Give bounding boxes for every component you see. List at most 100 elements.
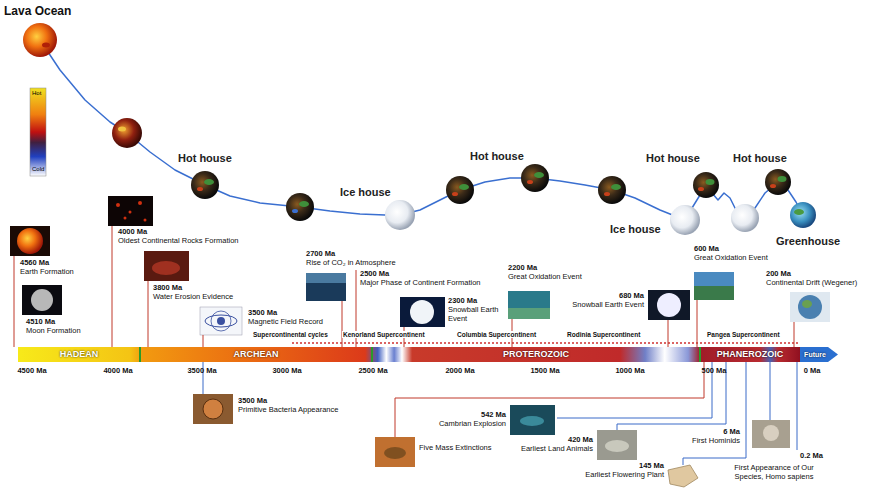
thumbnail-core bbox=[217, 317, 225, 325]
era-band: PROTEROZOIC bbox=[372, 347, 700, 362]
climate-label: Hot house bbox=[646, 152, 700, 165]
thumbnail-creature bbox=[520, 416, 544, 426]
thumbnail-field bbox=[205, 315, 237, 327]
thumbnail-image bbox=[375, 437, 415, 467]
earth-globe bbox=[446, 176, 474, 204]
future-arrow bbox=[800, 347, 838, 362]
axis-label: 3000 Ma bbox=[272, 367, 301, 376]
date-label: 420 Ma bbox=[568, 436, 593, 445]
event-label: Moon Formation bbox=[26, 327, 81, 336]
lava-spot bbox=[42, 43, 50, 48]
future-band: Future bbox=[800, 347, 830, 362]
supercontinent-label: Supercontinental cycles bbox=[252, 331, 329, 338]
date-label: 6 Ma bbox=[723, 428, 740, 437]
leader-line bbox=[395, 362, 704, 437]
axis-label: 4000 Ma bbox=[103, 367, 132, 376]
earth-globe bbox=[286, 193, 314, 221]
earth-globe bbox=[598, 176, 626, 204]
thumbnail-cell bbox=[203, 399, 223, 419]
date-label: 4560 Ma bbox=[20, 259, 49, 268]
date-label: 4000 Ma bbox=[118, 228, 147, 237]
globe-spot bbox=[770, 184, 776, 188]
leader-line bbox=[770, 362, 771, 420]
earth-globe bbox=[765, 169, 791, 195]
date-label: 542 Ma bbox=[481, 411, 506, 420]
era-divider bbox=[699, 347, 701, 362]
event-label: Continental Drift (Wegener) bbox=[766, 279, 857, 288]
era-name: HADEAN bbox=[60, 350, 99, 359]
thumbnail-image bbox=[193, 394, 233, 424]
thumbnail-image bbox=[200, 307, 242, 335]
globe-spot bbox=[698, 187, 704, 191]
globe-land bbox=[204, 179, 214, 185]
globe-land bbox=[794, 209, 804, 215]
date-label: 4510 Ma bbox=[26, 318, 55, 327]
thumbnail-speck bbox=[124, 217, 127, 220]
earth-globe bbox=[790, 202, 816, 228]
thumbnail-globe bbox=[798, 295, 822, 319]
era-divider bbox=[371, 347, 373, 362]
event-label: Cambrian Explosion bbox=[439, 420, 506, 429]
globe-spot bbox=[292, 209, 298, 213]
thumbnail-speck bbox=[129, 211, 132, 214]
globe-land bbox=[534, 172, 544, 178]
thumbnail-image bbox=[648, 290, 690, 320]
axis-label: 0 Ma bbox=[804, 367, 821, 376]
leader-line bbox=[203, 335, 204, 347]
event-label: Five Mass Extinctions bbox=[419, 444, 492, 453]
leader-line bbox=[148, 281, 149, 347]
event-label: Great Oxidation Event bbox=[694, 254, 768, 263]
thumbnail-image bbox=[22, 285, 62, 315]
axis-label: 3500 Ma bbox=[187, 367, 216, 376]
era-band: ARCHEAN bbox=[140, 347, 372, 362]
thumbnail-sun bbox=[17, 228, 43, 254]
event-label: First Hominids bbox=[692, 437, 740, 446]
scale-label: Cold bbox=[32, 166, 44, 173]
thumbnail-field bbox=[211, 311, 231, 331]
thumbnail-speck bbox=[138, 201, 142, 205]
date-label: 2300 Ma bbox=[448, 297, 477, 306]
thumbnail-rock bbox=[152, 261, 180, 275]
scale-label: Hot bbox=[32, 90, 41, 97]
thumbnail-speck bbox=[116, 203, 120, 207]
lava-spot bbox=[118, 127, 126, 132]
supercontinent-label: Pangea Supercontinent bbox=[706, 331, 781, 338]
date-label: 3500 Ma bbox=[238, 397, 267, 406]
earth-globe bbox=[521, 164, 549, 192]
axis-label: 4500 Ma bbox=[17, 367, 46, 376]
supercontinent-label: Rodinia Supercontinent bbox=[566, 331, 641, 338]
thumbnail-snowball bbox=[657, 293, 681, 317]
thumbnail-speck bbox=[144, 219, 147, 222]
thumbnail-image bbox=[510, 405, 555, 435]
supercontinent-label: Kenorland Supercontinent bbox=[342, 331, 426, 338]
climate-label: Hot house bbox=[178, 152, 232, 165]
thumbnail-image bbox=[790, 292, 830, 322]
event-label: Water Erosion Evidence bbox=[153, 293, 233, 302]
event-label: Rise of CO₂ in Atmosphere bbox=[306, 259, 396, 268]
thumbnail-image bbox=[694, 272, 734, 300]
climate-label: Ice house bbox=[610, 223, 661, 236]
supercontinent-label: Columbia Supercontinent bbox=[456, 331, 537, 338]
thumbnail-image bbox=[108, 196, 153, 226]
leader-line bbox=[668, 320, 669, 347]
thumbnail-land bbox=[802, 300, 812, 308]
climate-label: Hot house bbox=[470, 150, 524, 163]
earth-globe bbox=[191, 171, 219, 199]
heading-label: Lava Ocean bbox=[4, 5, 71, 19]
ice-globe bbox=[385, 200, 415, 230]
date-label: 200 Ma bbox=[766, 270, 791, 279]
era-name: ARCHEAN bbox=[234, 350, 279, 359]
thumbnail-image bbox=[508, 291, 550, 319]
globe-land bbox=[706, 179, 715, 185]
date-label: 0.2 Ma bbox=[800, 452, 823, 461]
globe-spot bbox=[452, 192, 458, 196]
event-label: First Appearance of Our Species, Homo sa… bbox=[722, 464, 826, 481]
date-label: 680 Ma bbox=[619, 292, 644, 301]
globe-spot bbox=[527, 180, 533, 184]
ice-globe bbox=[670, 205, 700, 235]
timeline-bar bbox=[18, 347, 800, 362]
lava-globe bbox=[23, 23, 57, 57]
axis-label: 500 Ma bbox=[701, 367, 726, 376]
lava-globe bbox=[112, 118, 142, 148]
